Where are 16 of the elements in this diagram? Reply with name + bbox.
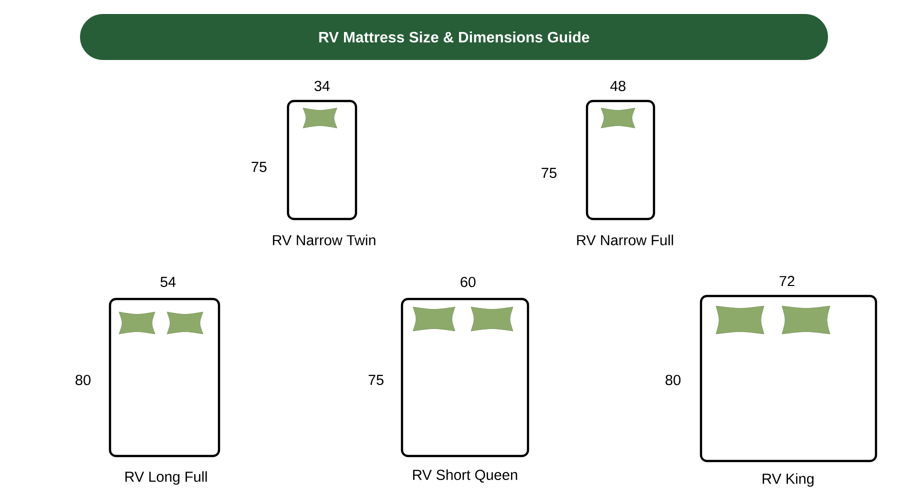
mattress-name: RV Long Full: [125, 471, 207, 485]
width-label: 48: [610, 80, 626, 92]
length-label: 75: [252, 162, 266, 172]
length-label: 75: [368, 374, 384, 386]
title-banner: RV Mattress Size & Dimensions Guide: [80, 14, 828, 60]
length-label: 80: [666, 374, 680, 386]
width-label: 72: [780, 276, 794, 286]
width-label: 34: [314, 80, 330, 92]
mattress-name: RV Narrow Twin: [272, 234, 376, 246]
length-label: 75: [542, 168, 556, 178]
mattress-name: RV Short Queen: [413, 469, 518, 483]
width-label: 60: [460, 276, 476, 288]
mattress-name: RV Narrow Full: [577, 234, 674, 246]
length-label: 80: [76, 374, 90, 386]
mattress-name: RV King: [762, 473, 814, 487]
width-label: 54: [160, 276, 176, 288]
